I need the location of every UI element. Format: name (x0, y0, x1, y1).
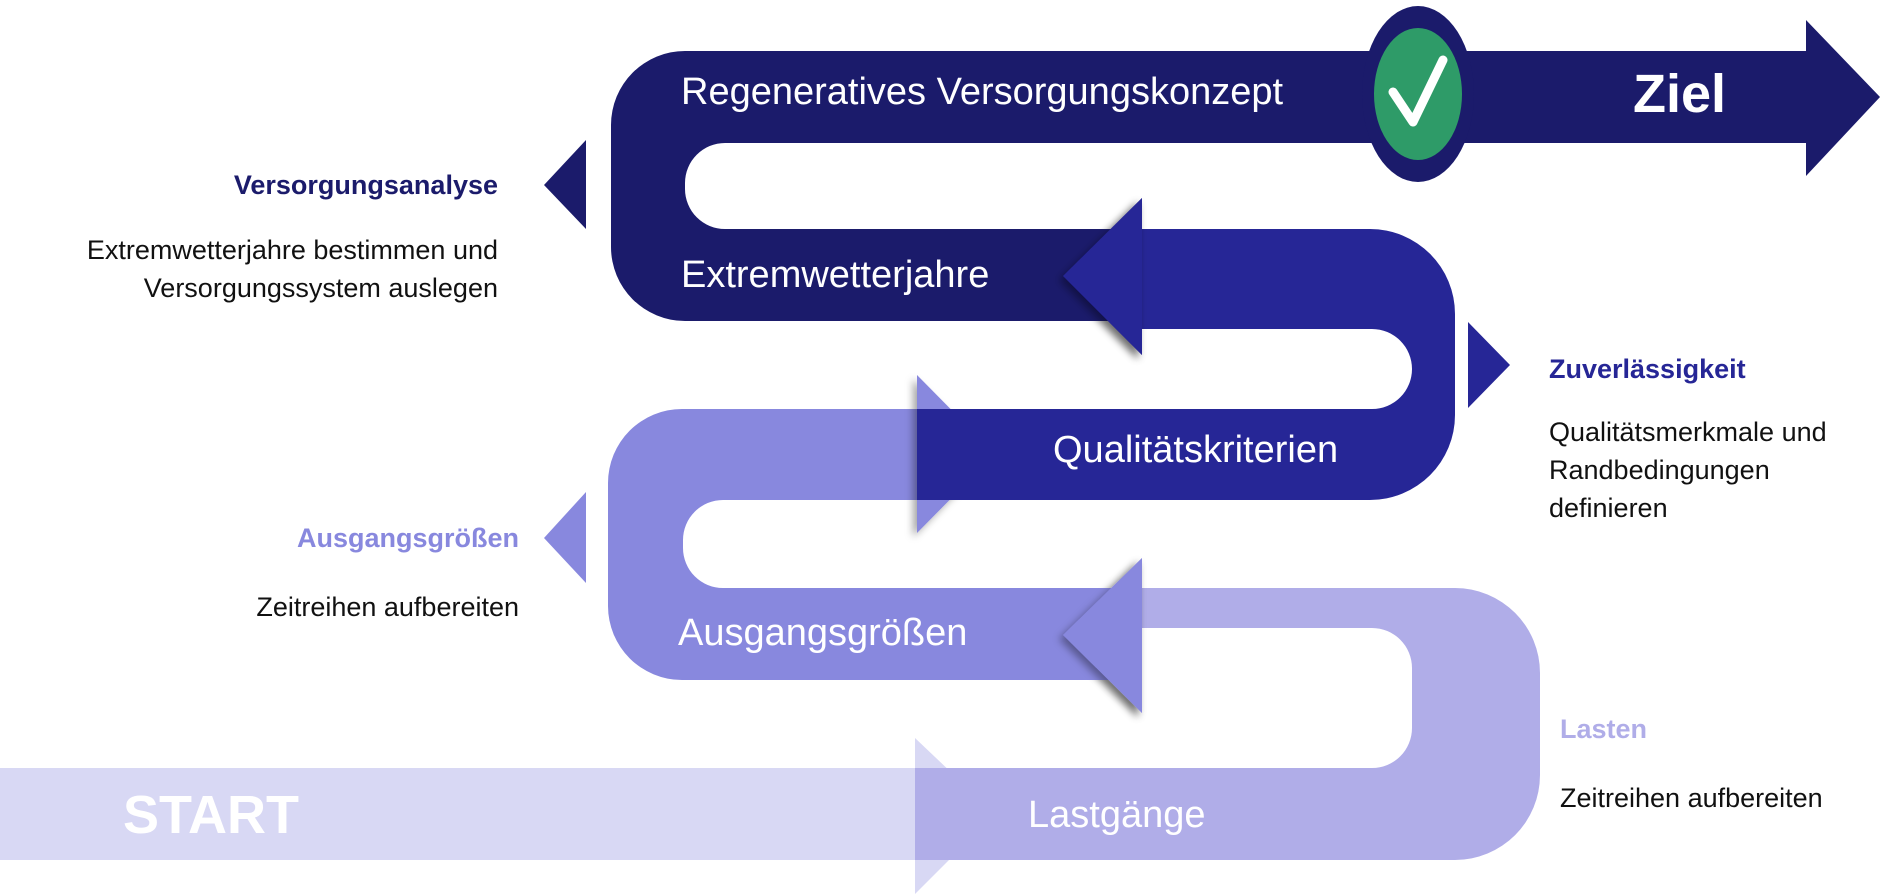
band-extremwetterjahre (611, 51, 1380, 321)
goal-label: Ziel (1633, 64, 1726, 124)
band-qualitaetskriterien (917, 229, 1455, 500)
heading-versorgungsanalyse: Versorgungsanalyse (233, 170, 498, 200)
band-label-ausgangsgroessen: Ausgangsgrößen (678, 612, 967, 654)
step-lasten: Lasten Zeitreihen aufbereiten (1560, 714, 1880, 817)
start-label: START (123, 785, 299, 845)
band-label-qualitaetskriterien: Qualitätskriterien (1053, 429, 1338, 471)
step-zuverlaessigkeit: Zuverlässigkeit Qualitätsmerkmale und Ra… (1549, 354, 1880, 527)
band-lastgaenge (915, 588, 1540, 860)
check-badge (1374, 28, 1462, 160)
step-ausgangsgroessen: Ausgangsgrößen Zeitreihen aufbereiten (0, 523, 519, 626)
step-versorgungsanalyse: Versorgungsanalyse Extremwetterjahre bes… (0, 170, 498, 307)
band-label-versorgungskonzept: Regeneratives Versorgungskonzept (681, 71, 1283, 113)
pointer-ausgangsgroessen (544, 492, 586, 583)
band-label-lastgaenge: Lastgänge (1028, 794, 1206, 836)
desc-lasten: Zeitreihen aufbereiten (1560, 783, 1823, 813)
band-label-extremwetterjahre: Extremwetterjahre (681, 254, 989, 296)
heading-zuverlaessigkeit: Zuverlässigkeit (1549, 354, 1746, 384)
start-band (0, 738, 995, 894)
arrowhead-ausgangsgroessen (1063, 558, 1142, 713)
heading-lasten: Lasten (1560, 714, 1648, 744)
arrowhead-extremwetter (1063, 198, 1142, 355)
heading-ausgangsgroessen: Ausgangsgrößen (296, 523, 519, 553)
desc-ausgangsgroessen: Zeitreihen aufbereiten (256, 592, 519, 622)
desc-zuverlaessigkeit: Qualitätsmerkmale und Randbedingungen de… (1549, 417, 1827, 523)
goal-arrow (1380, 20, 1880, 176)
desc-versorgungsanalyse: Extremwetterjahre bestimmen und Versorgu… (86, 235, 498, 303)
pointer-lasten (1468, 684, 1510, 770)
pointer-zuverlaessigkeit (1468, 322, 1510, 408)
pointer-versorgungsanalyse (544, 140, 586, 229)
band-ausgangsgroessen (608, 409, 1142, 680)
check-icon (1388, 55, 1448, 127)
